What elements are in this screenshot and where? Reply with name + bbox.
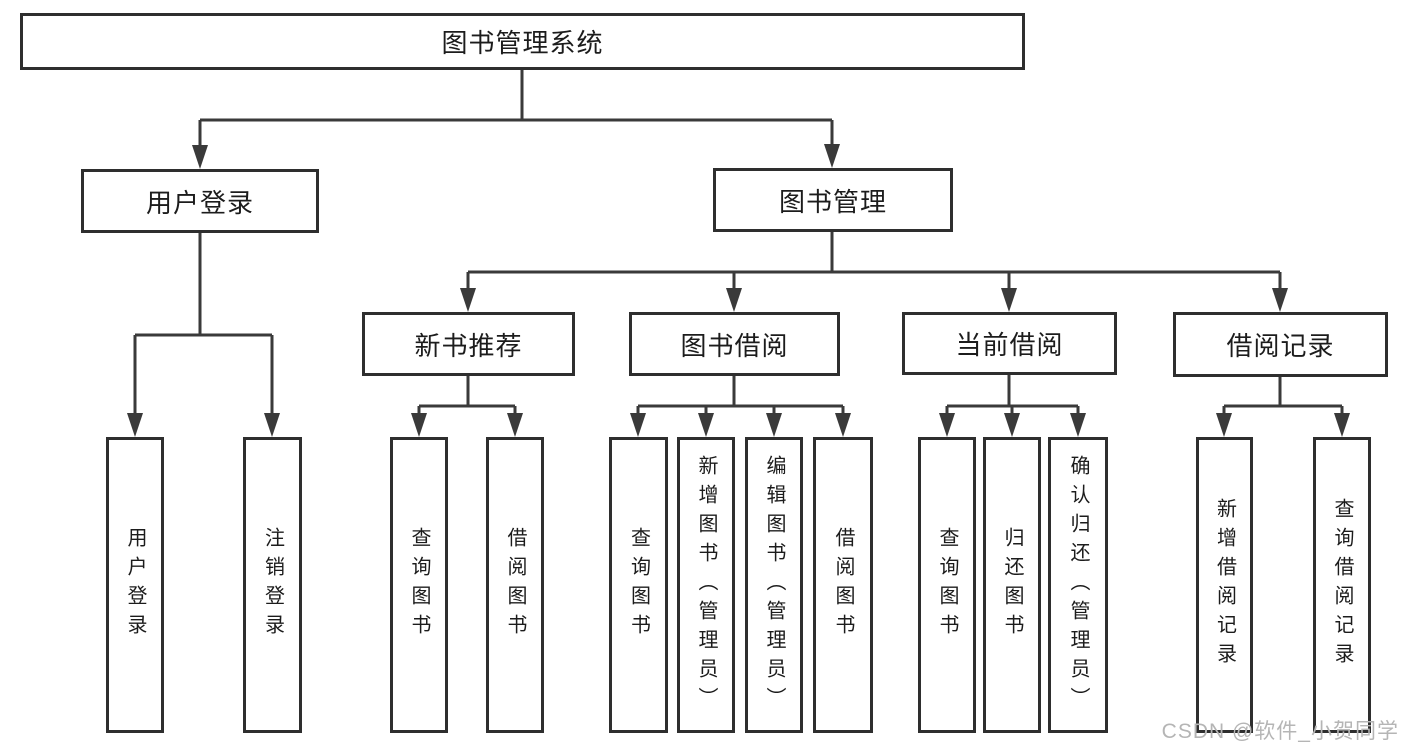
node-book-borrow-label: 图书借阅 [680, 330, 789, 361]
leaf-recommend-query-books-label: 查询图书 [408, 527, 430, 643]
node-current-borrow: 当前借阅 [902, 312, 1117, 375]
leaf-add-books-admin-label: 新增图书（管理员） [695, 454, 717, 716]
node-current-borrow-label: 当前借阅 [955, 330, 1064, 360]
leaf-query-borrow-record: 查询借阅记录 [1313, 437, 1371, 733]
leaf-current-query-books-label: 查询图书 [936, 527, 958, 643]
node-new-book-recommend-label: 新书推荐 [414, 330, 523, 361]
node-user-login: 用户登录 [81, 169, 319, 233]
leaf-recommend-query-books: 查询图书 [390, 437, 448, 733]
node-book-management-label: 图书管理 [778, 186, 887, 217]
leaf-recommend-borrow-books-label: 借阅图书 [504, 527, 526, 643]
leaf-current-query-books: 查询图书 [918, 437, 976, 733]
leaf-borrow-books-label: 借阅图书 [832, 527, 854, 643]
leaf-add-books-admin: 新增图书（管理员） [677, 437, 735, 733]
node-book-management: 图书管理 [713, 168, 953, 232]
leaf-confirm-return-admin-label: 确认归还（管理员） [1067, 454, 1089, 716]
arrowheads [127, 144, 1350, 437]
leaf-return-books-label: 归还图书 [1001, 527, 1023, 643]
csdn-watermark: CSDN @软件_小贺同学 [1161, 720, 1399, 743]
leaf-return-books: 归还图书 [983, 437, 1041, 733]
leaf-confirm-return-admin: 确认归还（管理员） [1048, 437, 1108, 733]
node-root-label: 图书管理系统 [441, 28, 604, 58]
leaf-query-borrow-record-label: 查询借阅记录 [1331, 498, 1353, 672]
leaf-user-login: 用户登录 [106, 437, 164, 733]
node-borrow-records: 借阅记录 [1173, 312, 1388, 377]
leaf-borrow-query-books: 查询图书 [609, 437, 668, 733]
node-root-library-system: 图书管理系统 [20, 13, 1025, 70]
node-book-borrow: 图书借阅 [629, 312, 840, 376]
leaf-borrow-books: 借阅图书 [813, 437, 873, 733]
leaf-logout: 注销登录 [243, 437, 302, 733]
leaf-edit-books-admin: 编辑图书（管理员） [745, 437, 803, 733]
leaf-edit-books-admin-label: 编辑图书（管理员） [763, 454, 785, 716]
leaf-user-login-label: 用户登录 [124, 527, 146, 643]
node-new-book-recommend: 新书推荐 [362, 312, 575, 376]
leaf-logout-label: 注销登录 [261, 527, 284, 643]
leaf-add-borrow-record-label: 新增借阅记录 [1213, 498, 1236, 672]
node-user-login-label: 用户登录 [145, 187, 254, 218]
leaf-recommend-borrow-books: 借阅图书 [486, 437, 544, 733]
leaf-add-borrow-record: 新增借阅记录 [1196, 437, 1253, 733]
node-borrow-records-label: 借阅记录 [1226, 331, 1335, 361]
leaf-borrow-query-books-label: 查询图书 [627, 527, 650, 643]
